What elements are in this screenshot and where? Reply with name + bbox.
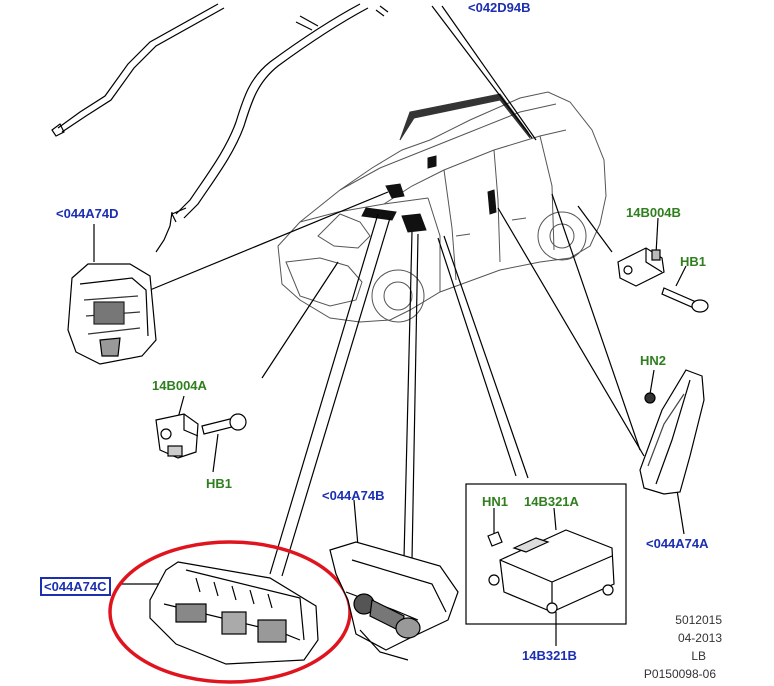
airbag-location-marks — [361, 93, 531, 233]
footer-line-1: 5012015 — [675, 613, 722, 627]
callout-14B321A: 14B321A — [524, 494, 579, 509]
curtain-airbag-illustration — [51, 3, 389, 253]
leader-lines — [93, 5, 687, 646]
callout-hn2: HN2 — [640, 353, 667, 368]
callout-14B004B: 14B004B — [626, 205, 681, 220]
callout-14B321B: 14B321B — [522, 648, 577, 663]
callout-044A74A[interactable]: <044A74A — [646, 536, 709, 551]
driver-airbag-module — [67, 263, 157, 365]
restraint-control-module — [488, 529, 615, 614]
impact-sensor-right — [617, 247, 665, 287]
vehicle-illustration — [277, 91, 607, 323]
callout-042D94B[interactable]: <042D94B — [468, 0, 531, 15]
callout-hb1-left: HB1 — [206, 476, 233, 491]
knee-airbag-module — [329, 541, 459, 661]
callout-14B004A: 14B004A — [152, 378, 207, 393]
callout-hn1: HN1 — [482, 494, 509, 509]
nut-hn1 — [487, 531, 503, 547]
callout-044A74B[interactable]: <044A74B — [322, 488, 385, 503]
impact-sensor-left — [155, 413, 199, 459]
bolt-hb1-right — [661, 287, 709, 313]
passenger-airbag-module — [149, 561, 319, 665]
footer-line-2: 04-2013 — [677, 631, 722, 645]
highlight-ring — [108, 540, 352, 684]
callout-hb1-right: HB1 — [680, 254, 707, 269]
bolt-hb1-left — [201, 413, 247, 435]
footer-line-4: P0150098-06 — [643, 667, 716, 681]
side-airbag-right — [639, 369, 705, 495]
callout-044A74D[interactable]: <044A74D — [56, 206, 119, 221]
footer-line-3: LB — [691, 649, 706, 663]
callout-044A74C-selected[interactable]: <044A74C — [40, 577, 111, 596]
restraint-control-module-frame — [465, 483, 627, 625]
